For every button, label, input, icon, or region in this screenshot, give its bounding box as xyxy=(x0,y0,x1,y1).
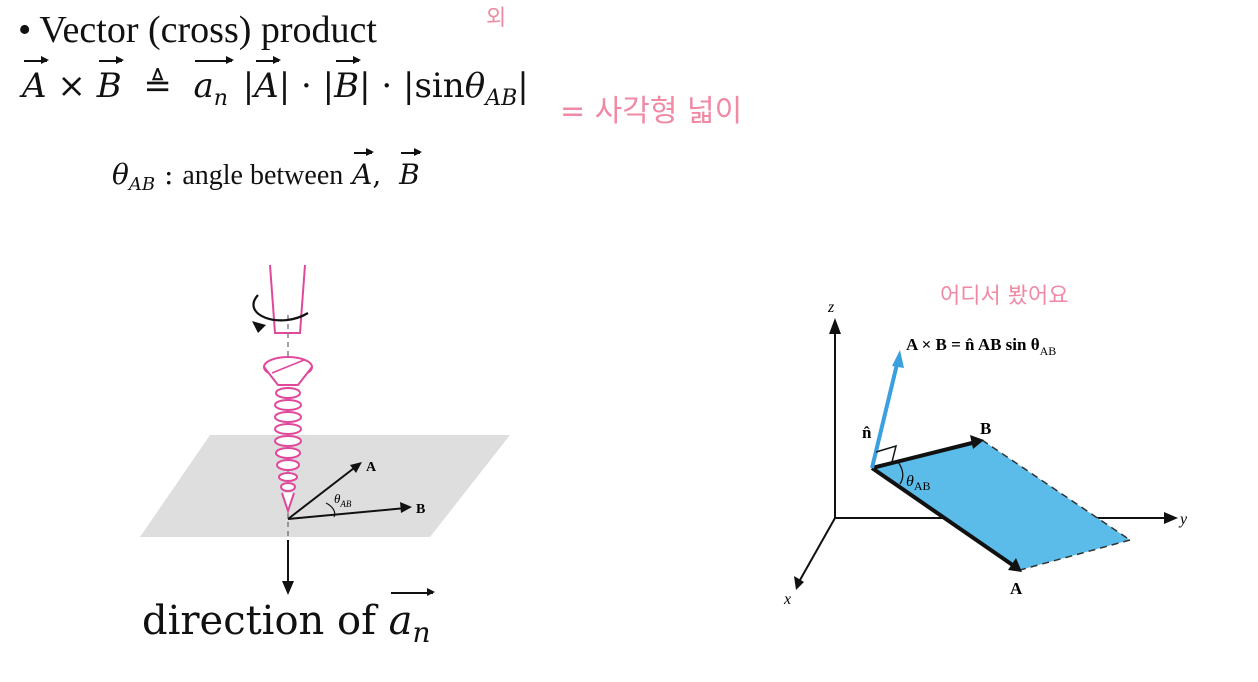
times-sign: × xyxy=(57,66,86,106)
handwritten-note-where: 어디서 봤어요 xyxy=(940,284,1069,309)
right-hand-screw-figure: A B θAB xyxy=(140,264,510,595)
vector-a: A xyxy=(22,56,49,106)
angle-arc-3d xyxy=(897,461,904,485)
section-heading: •Vector (cross) product xyxy=(18,8,377,52)
dot-2: · xyxy=(381,66,393,106)
plane xyxy=(140,435,510,537)
label-a-3d: A xyxy=(1010,579,1023,598)
cross-product-3d-figure: z y x A × B = n̂ AB sin θAB n̂ B A θAB xyxy=(783,299,1188,608)
abs-a: |A| xyxy=(242,56,291,106)
defeq-sign: ≜ xyxy=(143,66,172,106)
vector-b-arrow xyxy=(287,507,407,520)
screw-threads xyxy=(274,387,302,515)
unit-vector: an xyxy=(193,56,235,111)
rotation-arrow xyxy=(252,294,309,322)
angle-arc xyxy=(325,502,336,518)
axis-x-label: x xyxy=(783,591,791,608)
parallelogram xyxy=(872,440,1130,570)
vector-b: B xyxy=(96,56,124,106)
dot-1: · xyxy=(301,66,312,106)
x-axis xyxy=(799,517,836,581)
vector-a-arrow xyxy=(287,464,359,520)
cross-product-formula: A × B ≜ an |A| · |B| · |sinθAB| xyxy=(22,56,529,111)
vector-b-arrow-3d xyxy=(871,440,977,470)
abs-sin: |sinθAB| xyxy=(403,66,529,111)
screwdriver xyxy=(269,264,306,334)
axis-y-label: y xyxy=(1178,511,1188,528)
handwritten-note-area: = 사각형 넓이 xyxy=(560,94,743,129)
axis-z-label: z xyxy=(827,299,835,316)
label-b: B xyxy=(416,502,425,517)
bullet: • xyxy=(18,9,32,51)
vector-a-arrow-3d xyxy=(870,466,1016,568)
direction-caption: direction of an xyxy=(142,588,435,649)
heading-text: Vector (cross) product xyxy=(39,9,377,51)
label-a: A xyxy=(366,460,377,475)
label-theta-3d: θAB xyxy=(906,473,931,493)
label-b-3d: B xyxy=(980,419,991,438)
handwritten-note-top: 외 xyxy=(486,6,507,31)
abs-b: |B| xyxy=(322,56,371,106)
angle-definition: θAB : angle between A, B xyxy=(112,148,422,195)
label-n-hat: n̂ xyxy=(862,423,872,442)
rotation-arrow-head xyxy=(252,321,266,333)
label-theta: θAB xyxy=(334,491,352,509)
normal-vector-arrow xyxy=(870,359,900,469)
cross-equation: A × B = n̂ AB sin θAB xyxy=(906,335,1056,358)
